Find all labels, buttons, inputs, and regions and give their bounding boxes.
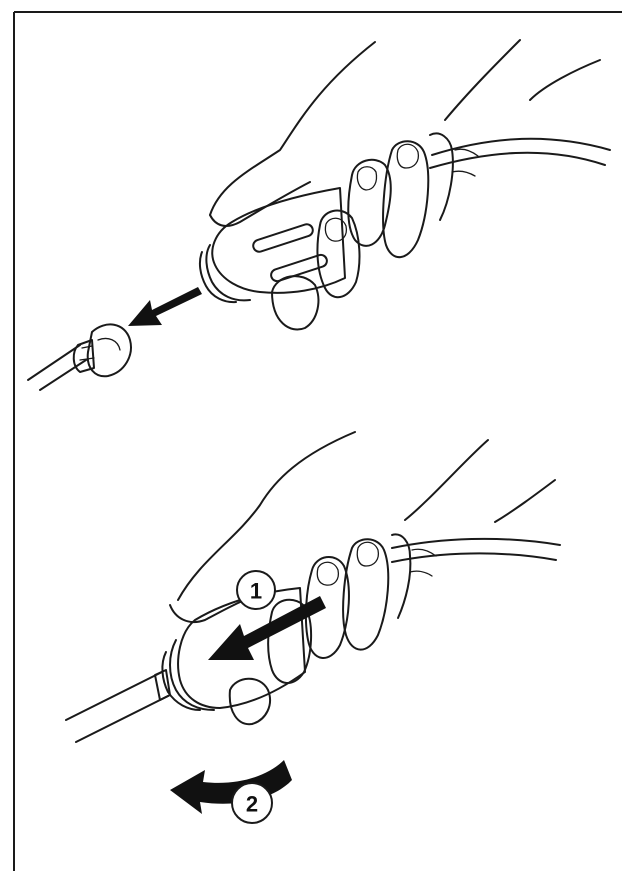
rotate-arrow-icon — [170, 760, 292, 814]
hand-icon — [210, 40, 600, 330]
hand-icon — [170, 432, 555, 724]
panel-connect-rotate: 1 2 — [66, 432, 560, 823]
arrow-icon — [128, 287, 202, 326]
cap-icon — [28, 324, 131, 390]
callout-1-label: 1 — [250, 579, 262, 604]
panel-remove-cap — [28, 40, 610, 390]
cable-top — [430, 139, 610, 168]
cable-bottom — [392, 539, 560, 562]
callout-2: 2 — [232, 783, 272, 823]
callout-2-label: 2 — [246, 792, 258, 817]
callout-1: 1 — [237, 571, 275, 609]
shaft-bottom — [66, 670, 170, 742]
